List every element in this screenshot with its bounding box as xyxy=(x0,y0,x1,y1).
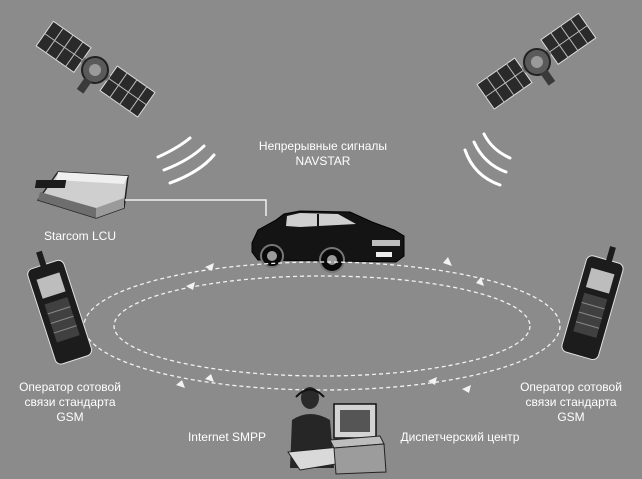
data-link-loops xyxy=(84,262,560,390)
signal-waves-icon xyxy=(158,138,214,183)
flow-arrows xyxy=(176,257,484,393)
dispatch-center-label: Диспетчерский центр xyxy=(380,430,540,445)
satellite-icon xyxy=(29,21,155,127)
tracker-device-icon xyxy=(35,172,128,218)
dispatcher-operator-icon xyxy=(288,387,386,474)
satellite-icon xyxy=(477,13,603,119)
signal-waves-icon xyxy=(465,134,510,185)
device-cable xyxy=(125,200,266,216)
gsm-operator-right-label: Оператор сотовой связи стандарта GSM xyxy=(500,380,642,425)
starcom-lcu-label: Starcom LCU xyxy=(20,229,140,244)
navstar-signals-label: Непрерывные сигналы NAVSTAR xyxy=(238,139,408,169)
mobile-phone-icon xyxy=(560,241,628,361)
internet-smpp-label: Internet SMPP xyxy=(172,430,282,445)
mobile-phone-icon xyxy=(22,245,93,365)
gsm-operator-left-label: Оператор сотовой связи стандарта GSM xyxy=(0,380,140,425)
